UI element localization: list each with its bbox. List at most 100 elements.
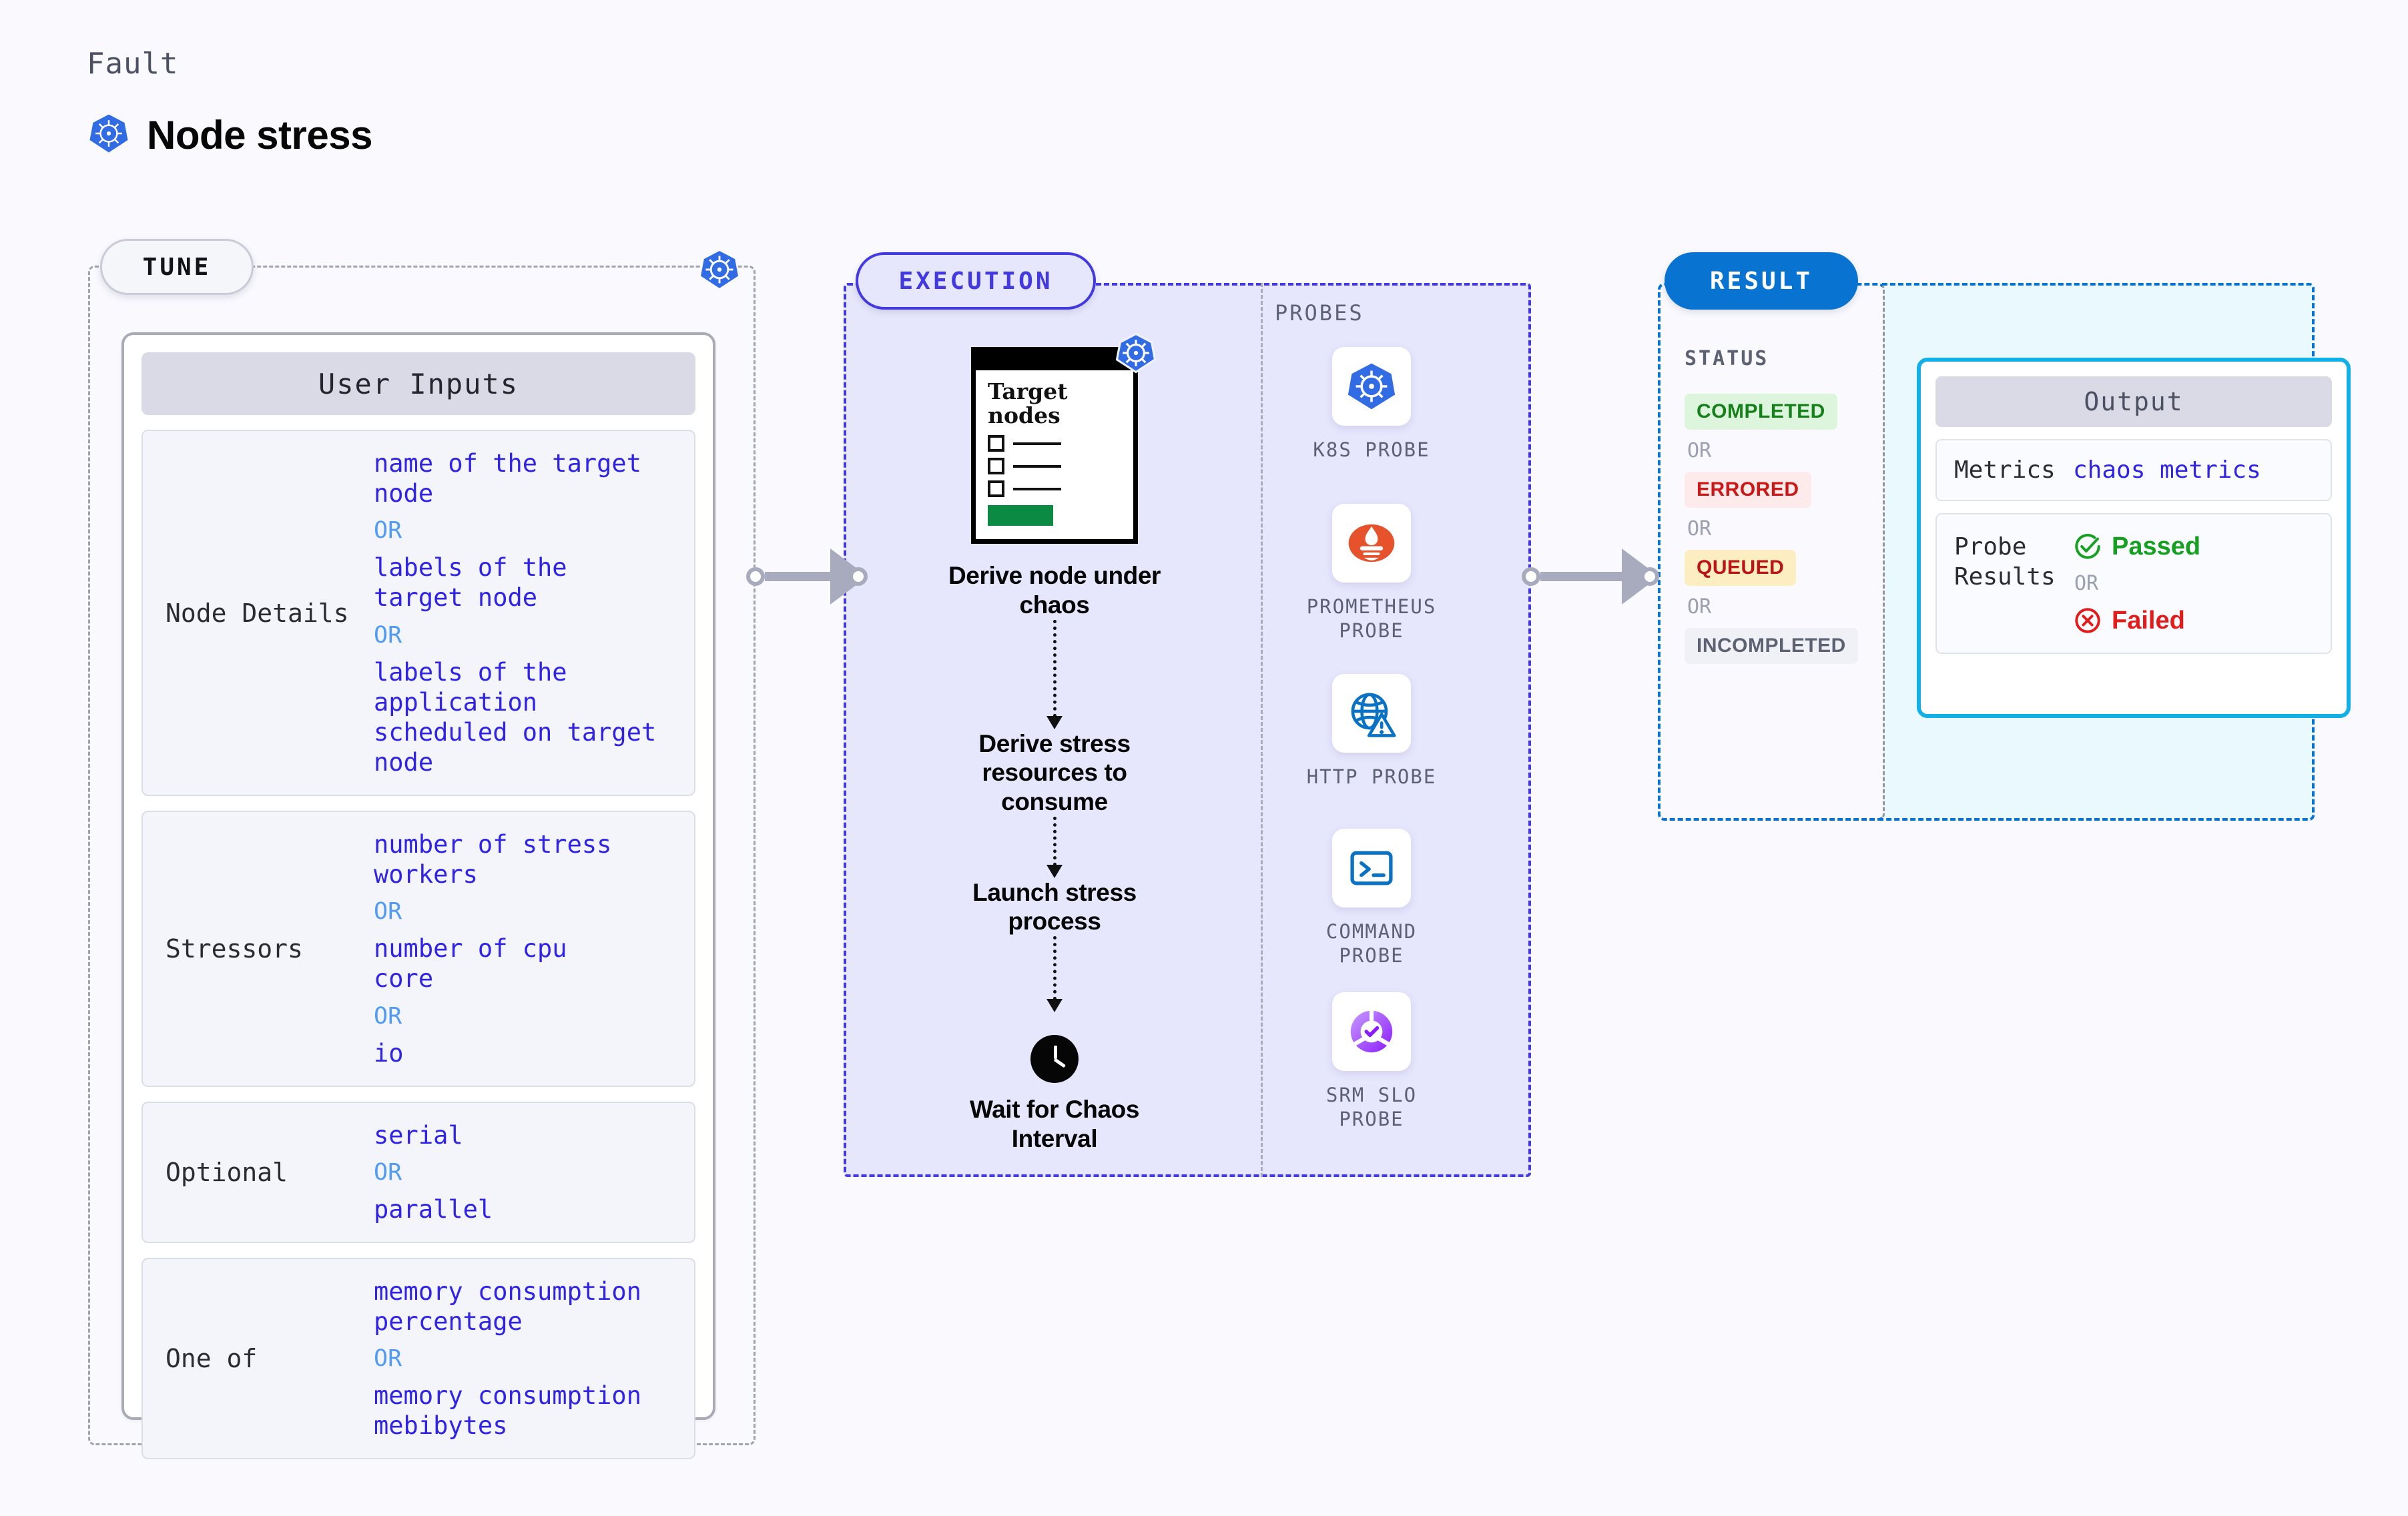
or-separator: OR: [1687, 517, 1712, 540]
probe-label: SRM SLO PROBE: [1325, 1084, 1418, 1131]
node-checkbox-list: [988, 435, 1121, 498]
execution-pill: EXECUTION: [856, 252, 1096, 310]
connector-execution-to-result: [1522, 548, 1659, 605]
connector-dot-left: [1522, 567, 1540, 586]
checkbox-icon: [988, 458, 1004, 475]
step-derive-node: Derive node under chaos: [948, 562, 1161, 619]
slo-gauge-check-icon: [1350, 1010, 1393, 1053]
result-pill: RESULT: [1665, 252, 1858, 310]
input-option: number of cpu core: [374, 934, 567, 994]
probe-srm-slo[interactable]: SRM SLO PROBE: [1295, 992, 1448, 1132]
or-separator: OR: [1687, 439, 1712, 462]
step-derive-resources: Derive stress resources to consume: [978, 729, 1131, 815]
probe-k8s[interactable]: K8S PROBE: [1295, 347, 1448, 462]
failed-label: Failed: [2112, 606, 2185, 635]
output-card: Output Metrics chaos metrics Probe Resul…: [1917, 358, 2351, 718]
or-separator: OR: [374, 621, 402, 649]
tune-kubernetes-badge: [698, 248, 741, 294]
status-badge: ERRORED: [1685, 472, 1811, 508]
flow-arrow: [1046, 816, 1063, 878]
fault-title-row: Node stress: [88, 112, 372, 158]
probe-result-failed: Failed: [2073, 606, 2200, 635]
probe-command[interactable]: COMMAND PROBE: [1295, 829, 1448, 968]
probe-label: HTTP PROBE: [1306, 765, 1437, 788]
or-separator: OR: [374, 1345, 402, 1373]
globe-warning-icon: [1351, 693, 1396, 737]
kubernetes-icon: [1347, 363, 1396, 410]
passed-label: Passed: [2112, 532, 2201, 560]
x-circle-icon: [2075, 608, 2100, 633]
input-group-label: Stressors: [166, 933, 303, 964]
input-option: labels of the application scheduled on t…: [374, 657, 657, 777]
probe-results-row: Probe Results Passed OR Failed: [1935, 513, 2332, 654]
metrics-row: Metrics chaos metrics: [1935, 439, 2332, 501]
input-group-label: Optional: [166, 1157, 288, 1187]
probe-label: COMMAND PROBE: [1325, 920, 1418, 968]
user-inputs-title: User Inputs: [141, 352, 695, 415]
prometheus-flame-icon: [1348, 524, 1395, 562]
probe-tile: [1332, 504, 1411, 583]
status-badge: QUEUED: [1685, 550, 1797, 586]
target-nodes-window: Target nodes: [971, 347, 1138, 544]
or-separator: OR: [1687, 595, 1712, 619]
probe-results-label: Probe Results: [1954, 533, 2056, 591]
connector-dot-left: [746, 567, 765, 586]
input-option: labels of the target node: [374, 553, 567, 613]
status-badge: COMPLETED: [1685, 394, 1837, 430]
or-separator: OR: [374, 1002, 402, 1030]
flow-arrow: [1046, 619, 1063, 729]
list-item: [988, 458, 1121, 475]
checkbox-icon: [988, 480, 1004, 498]
probe-label: K8S PROBE: [1313, 438, 1430, 461]
list-line: [1013, 464, 1061, 468]
target-nodes-label: Target nodes: [988, 378, 1068, 428]
window-titlebar: [976, 352, 1133, 370]
or-separator: OR: [374, 1158, 402, 1186]
probe-result-passed: Passed: [2073, 532, 2200, 561]
page-title: Node stress: [147, 113, 372, 157]
step-wait-chaos: Wait for Chaos Interval: [969, 1095, 1140, 1152]
check-circle-icon: [2075, 534, 2100, 559]
list-item: [988, 435, 1121, 452]
probe-http[interactable]: HTTP PROBE: [1295, 674, 1448, 789]
execution-flow: Target nodes: [854, 332, 1255, 1153]
target-nodes-card: Target nodes: [971, 332, 1157, 544]
user-inputs-card: User Inputs Node Details name of the targ…: [121, 332, 715, 1460]
or-separator: OR: [374, 517, 402, 544]
metrics-label: Metrics: [1954, 456, 2056, 484]
input-option: memory consumption mebibytes: [374, 1381, 641, 1441]
execution-panel: [844, 283, 1531, 1177]
input-option: name of the target node: [374, 449, 641, 508]
fault-label: Fault: [87, 47, 179, 81]
input-group-label: One of: [166, 1344, 258, 1374]
input-group-label: Node Details: [166, 598, 349, 628]
connector-dot-right: [1640, 567, 1659, 586]
list-line: [1013, 442, 1061, 445]
probe-tile: [1332, 347, 1411, 426]
or-separator: OR: [2074, 572, 2099, 595]
step-launch-stress: Launch stress process: [972, 878, 1137, 935]
status-badge: INCOMPLETED: [1685, 628, 1858, 664]
output-title: Output: [1935, 376, 2332, 427]
list-line: [1013, 487, 1061, 490]
list-item: [988, 480, 1121, 498]
terminal-prompt-icon: [1350, 851, 1393, 885]
green-bar-indicator: [988, 505, 1053, 526]
input-option: memory consumption percentage: [374, 1276, 641, 1336]
connector-dot-right: [849, 567, 868, 586]
input-option: serial: [374, 1120, 463, 1150]
probe-prometheus[interactable]: PROMETHEUS PROBE: [1295, 504, 1448, 643]
probes-title: PROBES: [1275, 300, 1364, 326]
metrics-value: chaos metrics: [2073, 456, 2261, 484]
probe-tile: [1332, 992, 1411, 1071]
probe-tile: [1332, 674, 1411, 753]
connector-line: [1540, 572, 1623, 581]
probe-tile: [1332, 829, 1411, 907]
or-separator: OR: [374, 898, 402, 925]
status-title: STATUS: [1685, 347, 1769, 370]
